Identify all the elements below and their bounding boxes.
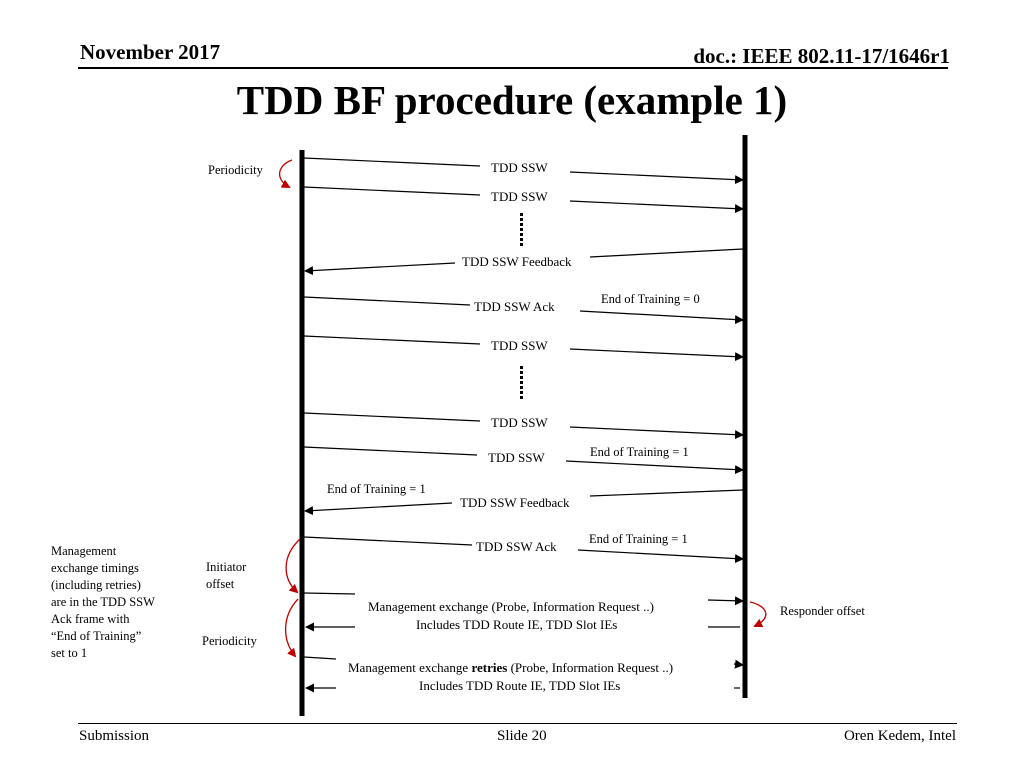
header-rule [78,67,948,69]
periodicity-top-label: Periodicity [208,163,263,177]
footer-submission: Submission [79,728,150,744]
msg-ack1-label: TDD SSW Ack [474,299,555,314]
msg-mgmt2-arrow-to-responder [303,656,337,660]
initiator-offset-label: Initiator offset [206,560,247,591]
msg-ssw3-label: TDD SSW [491,338,548,353]
periodicity-bottom-curve-arrow [284,598,299,658]
msg-mgmt2-line1: Management exchange retries (Probe, Info… [348,660,674,675]
header-doc-id: doc.: IEEE 802.11-17/1646r1 [693,44,950,68]
msg-ssw4-label: TDD SSW [491,415,548,430]
msg-ssw1-arrow [303,157,481,167]
msg-ssw4-arrow [303,412,481,422]
msg-mgmt1-line1: Management exchange (Probe, Information … [368,599,654,614]
responder-offset-label: Responder offset [780,604,865,618]
initiator-offset-curve-arrow [285,538,301,594]
periodicity-bottom-label: Periodicity [202,634,257,648]
ellipsis-dots-top [520,213,523,246]
footer-slide-number: Slide 20 [497,728,547,744]
msg-ssw3-arrow [303,335,481,345]
msg-feedback2-arrow [589,489,744,497]
msg-feedback2-label: TDD SSW Feedback [460,495,570,510]
end-of-training-1-label-b: End of Training = 1 [327,482,426,496]
msg-feedback1-label: TDD SSW Feedback [462,254,572,269]
end-of-training-1-label-c: End of Training = 1 [589,532,688,546]
footer-author: Oren Kedem, Intel [843,728,956,744]
responder-offset-curve-arrow [749,601,767,628]
header-date: November 2017 [80,40,221,64]
end-of-training-0-label: End of Training = 0 [601,292,700,306]
msg-ssw5-label: TDD SSW [488,450,545,465]
msg-ssw5-arrow [303,446,478,456]
msg-ssw2-label: TDD SSW [491,189,548,204]
msg-feedback1-arrow [589,248,744,258]
msg-ssw2-arrow [303,186,481,196]
msg-mgmt1-line2: Includes TDD Route IE, TDD Slot IEs [416,617,618,632]
end-of-training-1-label-a: End of Training = 1 [590,445,689,459]
slide-title: TDD BF procedure (example 1) [236,77,788,123]
footer-rule [78,723,957,724]
management-timing-note: Management exchange timings (including r… [51,544,155,660]
msg-ack1-arrow [303,296,471,306]
retries-emphasis: retries [471,660,508,675]
ellipsis-dots-middle [520,366,523,399]
msg-ack2-arrow [303,536,473,546]
msg-ack2-label: TDD SSW Ack [476,539,557,554]
msg-ssw1-label: TDD SSW [491,160,548,175]
msg-mgmt2-line2: Includes TDD Route IE, TDD Slot IEs [419,678,621,693]
msg-mgmt1-arrow-to-responder [303,592,356,595]
periodicity-top-curve-arrow [278,159,293,188]
